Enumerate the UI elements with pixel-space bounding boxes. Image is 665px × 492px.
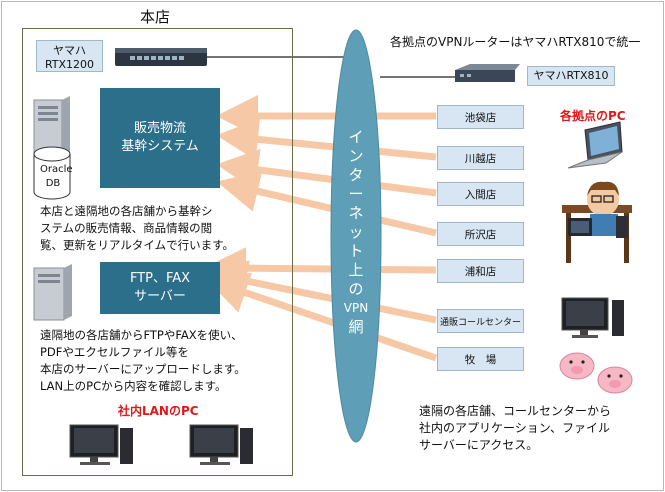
internet-vpn-char: ッ — [348, 223, 364, 241]
bottom-note-line: サーバーにアクセス。 — [419, 438, 539, 452]
ftp-description-line: 遠隔地の各店舗からFTPやFAXを使い、 — [40, 328, 243, 342]
branch-router-label: ヤマハRTX810 — [527, 66, 615, 86]
internet-vpn-label: イ ン タ ー ネ ッ ト 上 の VPN 網 — [343, 128, 369, 337]
branch-ikebukuro: 池袋店 — [437, 105, 524, 129]
ftp-system-line: FTP、FAX — [129, 271, 191, 286]
branch-farm: 牧 場 — [437, 347, 524, 371]
sales-description-line: 本店と遠隔地の各店舗から基幹シ — [40, 204, 213, 218]
ftp-description: 遠隔地の各店舗からFTPやFAXを使い、 PDFやエクセルファイル等を 本店のサ… — [40, 327, 246, 395]
ftp-description-line: 本店のサーバーにアップロードします。 — [40, 362, 246, 376]
sales-system-line: 販売物流 — [133, 121, 186, 136]
internet-vpn-char: ン — [348, 147, 364, 165]
ftp-description-line: PDFやエクセルファイル等を — [40, 345, 189, 359]
branch-urawa: 浦和店 — [437, 259, 524, 283]
top-note: 各拠点のVPNルーターはヤマハRTX810で統一 — [390, 35, 641, 49]
hq-boundary — [22, 28, 293, 476]
ftp-system-line: サーバー — [134, 289, 186, 304]
internet-vpn-char: ネ — [348, 204, 364, 222]
bottom-note: 遠隔の各店舗、コールセンターから 社内のアプリケーション、ファイル サーバーにア… — [419, 403, 611, 454]
internet-vpn-ellipse — [330, 29, 382, 443]
lan-pc-label: 社内LANのPC — [118, 404, 199, 418]
db-label-line: DB — [45, 178, 61, 189]
internet-vpn-char: VPN — [343, 301, 369, 315]
branch-kawagoe: 川越店 — [437, 146, 524, 170]
ftp-description-line: LAN上のPCから内容を確認します。 — [40, 379, 227, 393]
branch-iruma: 入間店 — [437, 182, 524, 206]
internet-vpn-char: ー — [348, 185, 364, 203]
sales-system-box: 販売物流 基幹システム — [100, 88, 220, 188]
branch-call-center: 通販コールセンター — [437, 309, 524, 333]
ftp-system-box: FTP、FAX サーバー — [100, 262, 220, 314]
sales-description-line: 覧、更新をリアルタイムで行います。 — [40, 238, 235, 252]
hq-router-brand: ヤマハ — [53, 44, 86, 57]
bottom-note-line: 社内のアプリケーション、ファイル — [419, 421, 611, 435]
internet-vpn-char: ト — [348, 242, 364, 260]
sales-description: 本店と遠隔地の各店舗から基幹シ ステムの販売情報、商品情報の閲 覧、更新をリアル… — [40, 203, 234, 254]
db-label: Oracle DB — [40, 163, 73, 191]
db-label-line: Oracle — [40, 164, 73, 175]
hq-router-label: ヤマハ RTX1200 — [36, 40, 103, 72]
sales-system-line: 基幹システム — [121, 139, 199, 154]
internet-vpn-char: イ — [348, 128, 364, 146]
internet-vpn-char: の — [348, 280, 364, 298]
internet-vpn-char: タ — [348, 166, 364, 184]
hq-title: 本店 — [140, 8, 171, 26]
internet-vpn-char: 網 — [348, 318, 364, 336]
hq-router-model: RTX1200 — [44, 58, 95, 71]
branch-tokorozawa: 所沢店 — [437, 222, 524, 246]
internet-vpn-char: 上 — [348, 261, 364, 279]
bottom-note-line: 遠隔の各店舗、コールセンターから — [419, 404, 612, 418]
sales-description-line: ステムの販売情報、商品情報の閲 — [40, 221, 213, 235]
branch-pc-label: 各拠点のPC — [560, 109, 626, 123]
